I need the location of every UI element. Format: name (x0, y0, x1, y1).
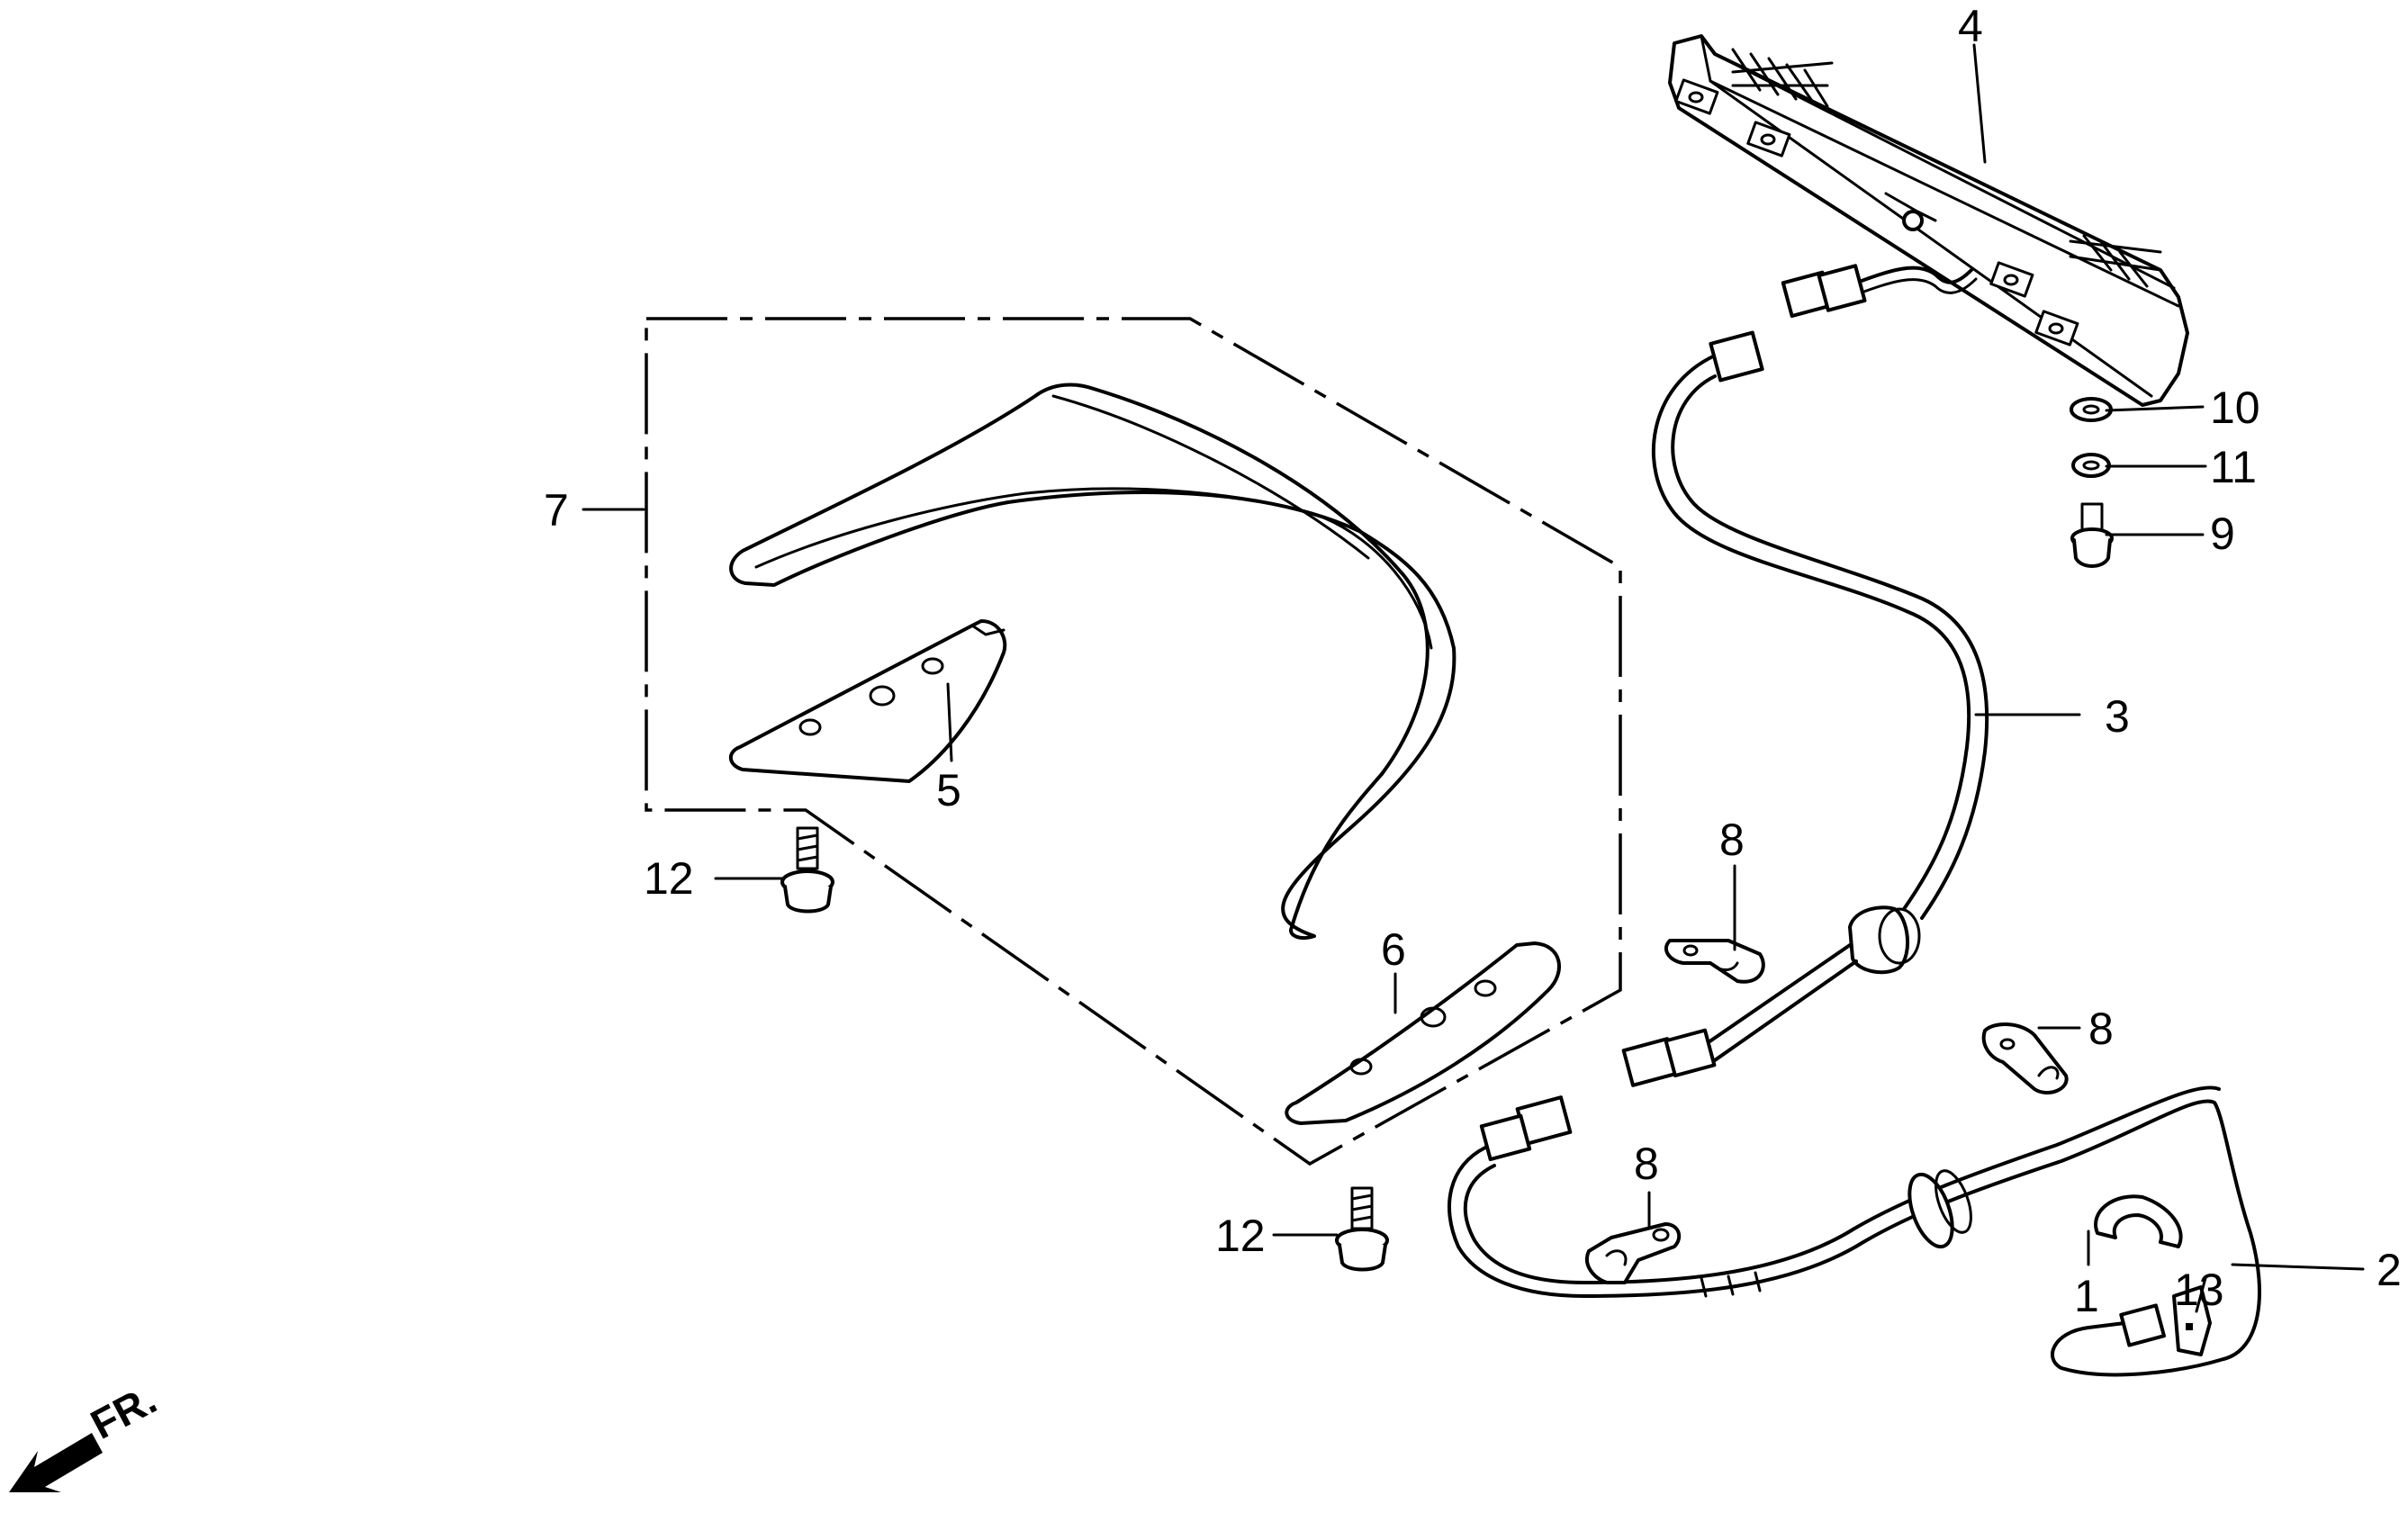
washer-11 (2071, 453, 2111, 478)
bolt-9 (2070, 502, 2114, 568)
callout-13: 13 (2174, 1265, 2224, 1315)
harness-3 (1621, 264, 1989, 1087)
spoiler-body (729, 383, 1457, 940)
clamp-8-top (1664, 939, 1765, 984)
callout-8-bottom: 8 (1634, 1139, 1659, 1189)
leader-lines (582, 43, 2365, 1313)
callout-10: 10 (2210, 383, 2260, 433)
stop-light-4 (1668, 34, 2189, 407)
bracket-6 (1285, 941, 1561, 1125)
callout-7: 7 (544, 485, 569, 536)
callout-6: 6 (1381, 924, 1406, 975)
callout-9: 9 (2210, 509, 2235, 559)
callout-8-top: 8 (1719, 815, 1745, 865)
callout-2: 2 (2376, 1245, 2402, 1295)
callout-12-upper: 12 (644, 853, 694, 904)
clamp-8-bottom (1585, 1222, 1682, 1284)
callout-5: 5 (936, 765, 961, 815)
callout-4: 4 (1958, 1, 1983, 51)
callout-11: 11 (2210, 442, 2257, 492)
washer-10 (2070, 397, 2113, 422)
screw-12-lower (1335, 1186, 1389, 1272)
forward-label: FR. (83, 1375, 164, 1448)
clamp-8-right (1981, 1022, 2069, 1094)
harness-2 (1448, 1085, 2261, 1377)
callout-3: 3 (2105, 691, 2130, 742)
assembly-7-outline (645, 317, 1622, 1166)
callout-12-lower: 12 (1215, 1211, 1266, 1261)
forward-arrow-icon (9, 1433, 103, 1492)
connector-13 (2172, 1285, 2212, 1356)
clip-1 (2094, 1194, 2183, 1248)
callout-8-right: 8 (2088, 1004, 2114, 1054)
bracket-5 (728, 619, 1007, 783)
callout-1: 1 (2074, 1271, 2099, 1321)
forward-direction-indicator: FR. (9, 1375, 164, 1492)
screw-12-upper (780, 826, 834, 914)
